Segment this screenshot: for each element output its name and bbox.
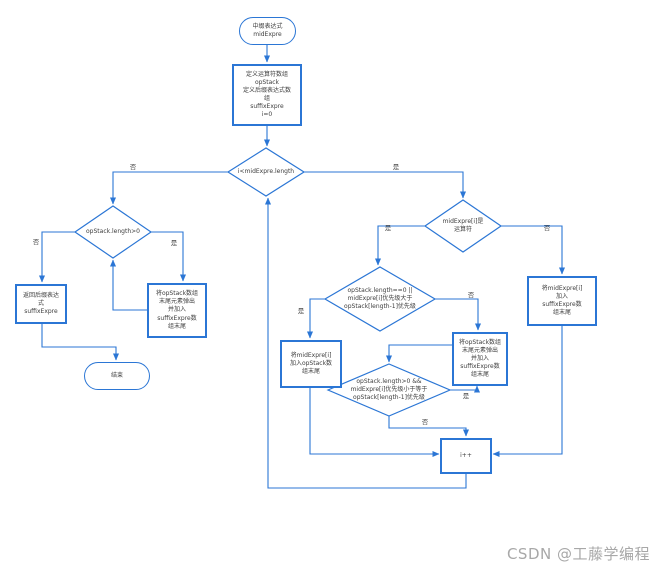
- decision-stack-label: opStack.length>0: [86, 228, 140, 236]
- edge-prio2-yes: [450, 385, 481, 393]
- decision-loop-label: i<midExpre.length: [237, 168, 295, 176]
- push-opstack-box: 将midExpre[i] 加入opStack数 组末尾: [280, 340, 342, 388]
- return-suffix-box: 返回后缀表达 式 suffixExpre: [15, 284, 67, 324]
- start-terminator: 中缀表达式 midExpre: [239, 17, 296, 45]
- decision-priority2-shape: [326, 363, 452, 417]
- edge-loop-no: [109, 171, 228, 205]
- edge-label-op-no: 否: [543, 224, 551, 232]
- edge-push-inc: [309, 388, 440, 458]
- edge-popleft-stack: [109, 259, 147, 311]
- edge-label-loop-no: 否: [129, 163, 137, 171]
- edge-op-yes: [374, 225, 425, 266]
- csdn-watermark: CSDN @工藤学编程: [506, 545, 650, 563]
- pop-stack-right-box: 将opStack数组 末尾元素弹出 并加入 suffixExpre数 组末尾: [452, 332, 508, 386]
- edge-label-stack-no: 否: [32, 238, 40, 246]
- decision-stack-shape: [73, 205, 153, 259]
- edge-inc-loop: [264, 197, 467, 489]
- edge-prio-no: [435, 298, 482, 331]
- edge-label-op-yes: 是: [384, 224, 392, 232]
- edge-return-end: [41, 324, 120, 361]
- decision-priority-shape: [323, 266, 437, 332]
- decision-loop-shape: [226, 147, 306, 197]
- decision-operator-label: midExpre[i]是 运算符: [442, 218, 484, 233]
- pop-stack-left-box: 将opStack数组 末尾元素弹出 并加入 suffixExpre数 组末尾: [147, 283, 207, 338]
- init-process-box: 定义运算符数组 opStack 定义后缀表达式数 组 suffixExpre i…: [232, 64, 302, 126]
- edge-prio2-no: [388, 416, 470, 437]
- edge-op-no: [501, 225, 566, 275]
- edge-label-prio2-yes: 是: [462, 392, 470, 400]
- edge-append-inc: [492, 326, 563, 458]
- append-suffix-box: 将midExpre[i] 加入 suffixExpre数 组末尾: [527, 276, 597, 326]
- edge-loop-yes: [304, 171, 467, 199]
- edge-prio-yes: [306, 298, 325, 339]
- edge-label-prio-no: 否: [467, 291, 475, 299]
- edge-label-stack-yes: 是: [170, 239, 178, 247]
- edge-label-prio-yes: 是: [297, 307, 305, 315]
- decision-operator-shape: [423, 199, 503, 253]
- end-terminator: 结束: [84, 362, 150, 390]
- edge-popright-prio2: [385, 344, 452, 363]
- increment-box: i++: [440, 438, 492, 474]
- decision-priority2-label: opStack.length>0 && midExpre[i]优先级小于等于 o…: [350, 378, 428, 401]
- decision-priority-label: opStack.length==0 || midExpre[i]优先级大于 op…: [344, 287, 416, 310]
- edge-stack-yes: [151, 231, 187, 282]
- edge-label-prio2-no: 否: [421, 418, 429, 426]
- edge-stack-no: [38, 231, 75, 283]
- edge-label-loop-yes: 是: [392, 163, 400, 171]
